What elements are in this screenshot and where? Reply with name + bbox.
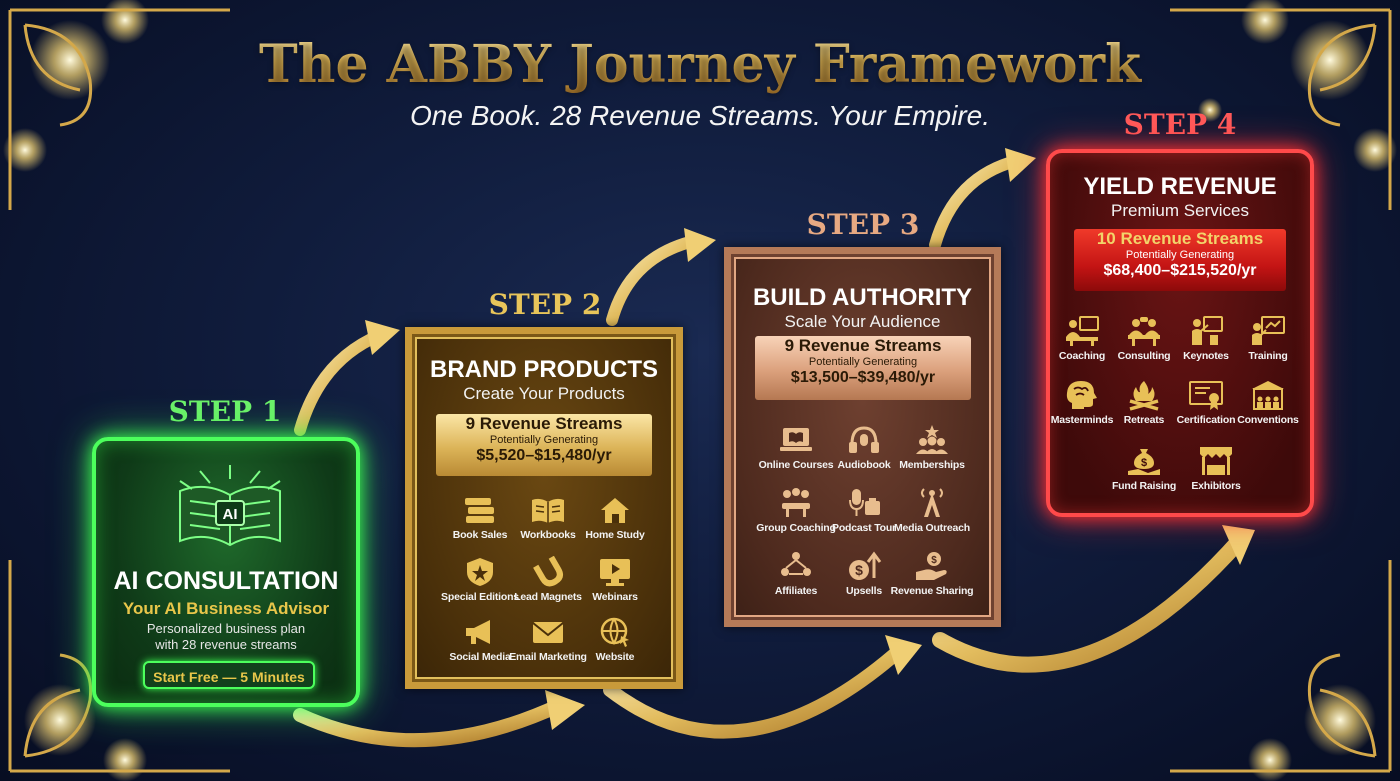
step-3-potential: Potentially Generating xyxy=(808,356,918,368)
open-book-ai-icon: AI xyxy=(179,465,281,547)
magnet-icon xyxy=(533,556,564,587)
stream-memberships: Memberships xyxy=(889,424,975,471)
presenter-icon xyxy=(1192,316,1223,345)
campfire-icon xyxy=(1129,381,1159,411)
svg-text:$: $ xyxy=(931,555,937,566)
step-4-potential: Potentially Generating xyxy=(1125,249,1235,261)
stream-media-outreach: Media Outreach xyxy=(889,487,975,534)
svg-text:$: $ xyxy=(1141,457,1147,469)
consult-desk-icon xyxy=(1128,317,1160,346)
step-2-revenue-ribbon: 9 Revenue Streams Potentially Generating… xyxy=(436,414,652,476)
journey-arrows xyxy=(293,154,1248,748)
step-4-revenue-ribbon: 10 Revenue Streams Potentially Generatin… xyxy=(1074,229,1286,291)
coach-board-icon xyxy=(1066,316,1099,346)
network-people-icon xyxy=(781,552,811,576)
brain-head-icon xyxy=(1066,381,1097,409)
stream-training: Training xyxy=(1232,315,1304,362)
step-4-label: STEP 4 xyxy=(1123,108,1237,141)
step-4-streams: 10 Revenue Streams xyxy=(1096,229,1264,248)
step-3-revenue-ribbon: 9 Revenue Streams Potentially Generating… xyxy=(755,336,971,400)
step-2-streams: 9 Revenue Streams xyxy=(465,414,623,433)
group-star-icon xyxy=(916,425,948,454)
stream-consulting: Consulting xyxy=(1108,315,1180,362)
stream-podcast-tour: Podcast Tour xyxy=(821,487,907,534)
star-shield-icon xyxy=(467,558,493,586)
trainer-board-icon xyxy=(1252,316,1285,345)
monitor-play-icon xyxy=(600,559,630,586)
stream-certification: Certification xyxy=(1170,379,1242,426)
step-3-title: BUILD AUTHORITY xyxy=(752,284,973,311)
stream-webinars: Webinars xyxy=(572,556,658,603)
stream-conventions: Conventions xyxy=(1232,379,1304,426)
start-free-button[interactable]: Start Free — 5 Minutes xyxy=(143,661,315,689)
stream-workbooks: Workbooks xyxy=(505,494,591,541)
stream-social-media: Social Media xyxy=(437,616,523,663)
arrow-heads xyxy=(365,148,1255,730)
svg-text:$: $ xyxy=(855,562,863,578)
step-1-description-line-2: with 28 revenue streams xyxy=(155,637,297,652)
stream-keynotes: Keynotes xyxy=(1170,315,1242,362)
ai-chip-text: AI xyxy=(223,506,238,523)
stream-group-coaching: Group Coaching xyxy=(753,487,839,534)
broadcast-tower-icon xyxy=(921,488,943,517)
certificate-icon xyxy=(1189,381,1223,410)
open-workbook-icon xyxy=(532,498,564,523)
step-1-description: Personalized business plan with 28 reven… xyxy=(96,621,356,653)
stream-exhibitors: Exhibitors xyxy=(1176,445,1256,492)
step-2-title: BRAND PRODUCTS xyxy=(430,356,658,383)
stream-lead-magnets: Lead Magnets xyxy=(505,556,591,603)
stream-revenue-sharing: $ Revenue Sharing xyxy=(889,550,975,597)
step-3-label: STEP 3 xyxy=(806,208,920,241)
stream-audiobook: Audiobook xyxy=(821,424,907,471)
step-1-label: STEP 1 xyxy=(168,395,282,428)
step-4-card[interactable]: YIELD REVENUE Premium Services 10 Revenu… xyxy=(1046,149,1314,517)
stream-special-editions: Special Editions xyxy=(437,556,523,603)
corner-ornaments xyxy=(8,8,1392,773)
envelope-icon xyxy=(532,622,564,643)
step-3-streams: 9 Revenue Streams xyxy=(784,336,942,355)
step-3-range: $13,500–$39,480/yr xyxy=(790,369,936,386)
books-stack-icon xyxy=(465,498,494,523)
stream-email-marketing: Email Marketing xyxy=(505,616,591,663)
page-title: The ABBY Journey Framework xyxy=(0,34,1400,95)
step-1-description-line-1: Personalized business plan xyxy=(146,621,306,636)
step-3-card[interactable]: BUILD AUTHORITY Scale Your Audience 9 Re… xyxy=(724,247,1001,627)
step-3-subtitle: Scale Your Audience xyxy=(784,312,941,331)
step-4-range: $68,400–$215,520/yr xyxy=(1103,262,1257,279)
step-1-card[interactable]: AI AI CONSULTATION Your AI Business Advi… xyxy=(92,437,360,707)
hand-dollar-icon: $ xyxy=(916,552,947,580)
stream-website: Website xyxy=(572,616,658,663)
stream-retreats: Retreats xyxy=(1108,379,1180,426)
stream-online-courses: Online Courses xyxy=(753,424,839,471)
megaphone-icon xyxy=(466,620,490,644)
globe-cursor-icon xyxy=(600,617,629,647)
step-2-card[interactable]: BRAND PRODUCTS Create Your Products 9 Re… xyxy=(405,327,683,689)
step-1-title: AI CONSULTATION xyxy=(113,567,339,595)
dollar-arrow-up-icon: $ xyxy=(849,551,882,580)
exhibit-booth-icon xyxy=(1200,447,1232,475)
step-2-potential: Potentially Generating xyxy=(489,434,599,446)
page-subtitle: One Book. 28 Revenue Streams. Your Empir… xyxy=(409,100,990,131)
stream-coaching: Coaching xyxy=(1046,315,1118,362)
laptop-book-icon xyxy=(780,428,812,451)
stream-home-study: Home Study xyxy=(572,494,658,541)
meeting-table-icon xyxy=(782,488,810,517)
step-1-subtitle: Your AI Business Advisor xyxy=(122,599,330,618)
auditorium-icon xyxy=(1252,381,1284,410)
stream-book-sales: Book Sales xyxy=(437,494,523,541)
step-2-label: STEP 2 xyxy=(488,288,602,321)
stream-fund-raising: $ Fund Raising xyxy=(1100,445,1188,492)
step-4-title: YIELD REVENUE xyxy=(1083,173,1277,200)
microphone-suitcase-icon xyxy=(849,489,880,516)
headphones-icon xyxy=(849,426,879,453)
step-2-subtitle: Create Your Products xyxy=(463,384,625,403)
step-2-range: $5,520–$15,480/yr xyxy=(476,447,612,464)
stream-upsells: $ Upsells xyxy=(821,550,907,597)
house-icon xyxy=(601,498,629,523)
step-4-subtitle: Premium Services xyxy=(1111,201,1249,220)
stream-affiliates: Affiliates xyxy=(753,550,839,597)
stream-masterminds: Masterminds xyxy=(1046,379,1118,426)
money-bag-hand-icon: $ xyxy=(1128,449,1160,475)
